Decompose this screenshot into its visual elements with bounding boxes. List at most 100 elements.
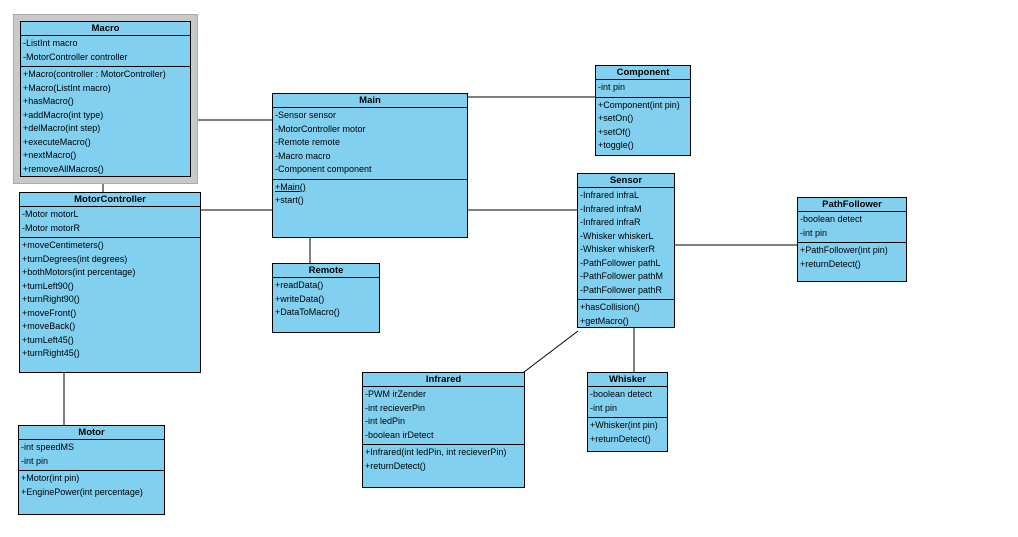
attribute-row: -int pin bbox=[598, 82, 626, 92]
methods-compartment: +Main() +start() bbox=[273, 180, 467, 238]
class-title: Component bbox=[596, 66, 690, 80]
attributes-compartment: -boolean detect -int pin bbox=[588, 387, 667, 418]
attributes-compartment: -Infrared infraL -Infrared infraM -Infrare… bbox=[578, 188, 674, 300]
attribute-row: -PWM irZender bbox=[365, 389, 427, 399]
attribute-row: -ListInt macro bbox=[23, 38, 78, 48]
method-row: +bothMotors(int percentage) bbox=[22, 267, 136, 277]
method-row: +addMacro(int type) bbox=[23, 109, 104, 120]
method-row: +Motor(int pin) bbox=[21, 473, 80, 483]
class-box-macro[interactable]: Macro -ListInt macro -MotorController con… bbox=[20, 21, 191, 177]
attribute-row: -int pin bbox=[590, 402, 618, 413]
method-row: +turnDegrees(int degrees) bbox=[22, 253, 128, 264]
attribute-row: -Infrared infraL bbox=[580, 190, 640, 200]
attribute-row: -Remote remote bbox=[275, 137, 341, 147]
attribute-row: -int ledPin bbox=[365, 416, 406, 426]
method-row: +Component(int pin) bbox=[598, 99, 680, 110]
class-title: Macro bbox=[21, 22, 190, 36]
class-box-whisker[interactable]: Whisker -boolean detect -int pin +Whisker… bbox=[587, 372, 668, 452]
method-row: +turnRight90() bbox=[22, 294, 80, 304]
attribute-row: -PathFollower pathL bbox=[580, 257, 661, 268]
class-title: Sensor bbox=[578, 174, 674, 188]
class-title: Main bbox=[273, 94, 467, 108]
method-row: +moveFront() bbox=[22, 307, 77, 318]
attribute-row: -boolean detect bbox=[590, 389, 653, 399]
method-row: +setOf() bbox=[598, 126, 631, 137]
method-row: +turnLeft45() bbox=[22, 334, 74, 345]
method-row: +getMacro() bbox=[580, 315, 629, 326]
method-row: +executeMacro() bbox=[23, 136, 91, 147]
method-row: +toggle() bbox=[598, 140, 634, 150]
attribute-row: -Whisker whiskerR bbox=[580, 244, 656, 254]
attribute-row: -Motor motorL bbox=[22, 209, 79, 219]
attributes-compartment: -int speedMS -int pin bbox=[19, 440, 164, 471]
methods-compartment: +readData() +writeData() +DataToMacro() bbox=[273, 278, 379, 332]
methods-compartment: +Component(int pin) +setOn() +setOf() +togg… bbox=[596, 98, 690, 156]
methods-compartment: +Whisker(int pin)+returnDetect() bbox=[588, 418, 667, 451]
attribute-row: -Sensor sensor bbox=[275, 110, 337, 120]
attribute-row: -Component component bbox=[275, 164, 372, 174]
attribute-row: -Motor motorR bbox=[22, 222, 81, 233]
method-row: +setOn() bbox=[598, 113, 634, 123]
class-box-motor[interactable]: Motor -int speedMS -int pin +Motor(int pi… bbox=[18, 425, 165, 515]
attribute-row: -MotorController motor bbox=[275, 123, 366, 134]
class-title: Remote bbox=[273, 264, 379, 278]
method-row: +Macro(ListInt macro) bbox=[23, 82, 111, 93]
method-row: +DataToMacro() bbox=[275, 307, 340, 317]
method-row: +hasCollision() bbox=[580, 302, 640, 312]
method-row: +moveBack() bbox=[22, 321, 76, 331]
method-row: +Main() bbox=[275, 181, 306, 192]
methods-compartment: +moveCentimeters() +turnDegrees(int degre… bbox=[20, 238, 200, 372]
class-title: Infrared bbox=[363, 373, 524, 387]
method-row: +EnginePower(int percentage) bbox=[21, 486, 143, 497]
class-title: Motor bbox=[19, 426, 164, 440]
method-row: +start() bbox=[275, 195, 304, 205]
method-row: +PathFollower(int pin) bbox=[800, 245, 888, 255]
method-row: +writeData() bbox=[275, 293, 325, 304]
method-row: +returnDetect() bbox=[800, 258, 861, 269]
method-row: +readData() bbox=[275, 280, 324, 290]
attributes-compartment: -int pin bbox=[596, 80, 690, 98]
methods-compartment: +Infrared(int ledPin, int recieverPin) +r… bbox=[363, 445, 524, 487]
class-box-pathfollower[interactable]: PathFollower -boolean detect -int pin +Pa… bbox=[797, 197, 907, 282]
attribute-row: -PathFollower pathM bbox=[580, 271, 664, 281]
methods-compartment: +hasCollision() +getMacro() bbox=[578, 300, 674, 327]
method-row: +removeAllMacros() bbox=[23, 163, 104, 174]
method-row: +hasMacro() bbox=[23, 96, 74, 106]
method-row: +delMacro(int step) bbox=[23, 123, 101, 133]
attribute-row: -boolean detect bbox=[800, 214, 863, 224]
class-box-component[interactable]: Component -int pin +Component(int pin) +s… bbox=[595, 65, 691, 156]
attribute-row: -int recieverPin bbox=[365, 402, 426, 413]
methods-compartment: +PathFollower(int pin) +returnDetect() bbox=[798, 243, 906, 281]
method-row: +returnDetect() bbox=[365, 460, 426, 471]
methods-compartment: +Macro(controller : MotorController) +Mac… bbox=[21, 67, 190, 176]
attribute-row: -MotorController controller bbox=[23, 51, 128, 62]
method-row: +moveCentimeters() bbox=[22, 240, 104, 250]
attribute-row: -int pin bbox=[21, 455, 49, 466]
class-box-remote[interactable]: Remote +readData() +writeData() +DataToMac… bbox=[272, 263, 380, 333]
attribute-row: -Macro macro bbox=[275, 150, 331, 161]
attribute-row: -Infrared infraR bbox=[580, 217, 641, 227]
attribute-row: -int pin bbox=[800, 227, 828, 238]
class-box-main[interactable]: Main -Sensor sensor -MotorController moto… bbox=[272, 93, 468, 238]
attributes-compartment: -Sensor sensor -MotorController motor -Rem… bbox=[273, 108, 467, 180]
class-box-sensor[interactable]: Sensor -Infrared infraL-Infrared infraM-… bbox=[577, 173, 675, 328]
class-title: Whisker bbox=[588, 373, 667, 387]
method-row: +returnDetect() bbox=[590, 433, 651, 444]
class-box-motorcontroller[interactable]: MotorController -Motor motorL -Motor moto… bbox=[19, 192, 201, 373]
class-title: MotorController bbox=[20, 193, 200, 207]
attributes-compartment: -ListInt macro -MotorController controlle… bbox=[21, 36, 190, 67]
class-title: PathFollower bbox=[798, 198, 906, 212]
attributes-compartment: -PWM irZender -int recieverPin -int ledPin… bbox=[363, 387, 524, 445]
method-row: +Infrared(int ledPin, int recieverPin) bbox=[365, 447, 507, 457]
method-row: +Macro(controller : MotorController) bbox=[23, 69, 166, 79]
connector-sensor-infrared[interactable] bbox=[523, 330, 579, 373]
class-box-infrared[interactable]: Infrared -PWM irZender -int recieverPin -i… bbox=[362, 372, 525, 488]
attribute-row: -int speedMS bbox=[21, 442, 75, 452]
methods-compartment: +Motor(int pin) +EnginePower(int percenta… bbox=[19, 471, 164, 514]
attribute-row: -Infrared infraM bbox=[580, 203, 642, 214]
attribute-row: -PathFollower pathR bbox=[580, 284, 663, 295]
attribute-row: -boolean irDetect bbox=[365, 429, 434, 440]
method-row: +turnLeft90() bbox=[22, 280, 74, 291]
